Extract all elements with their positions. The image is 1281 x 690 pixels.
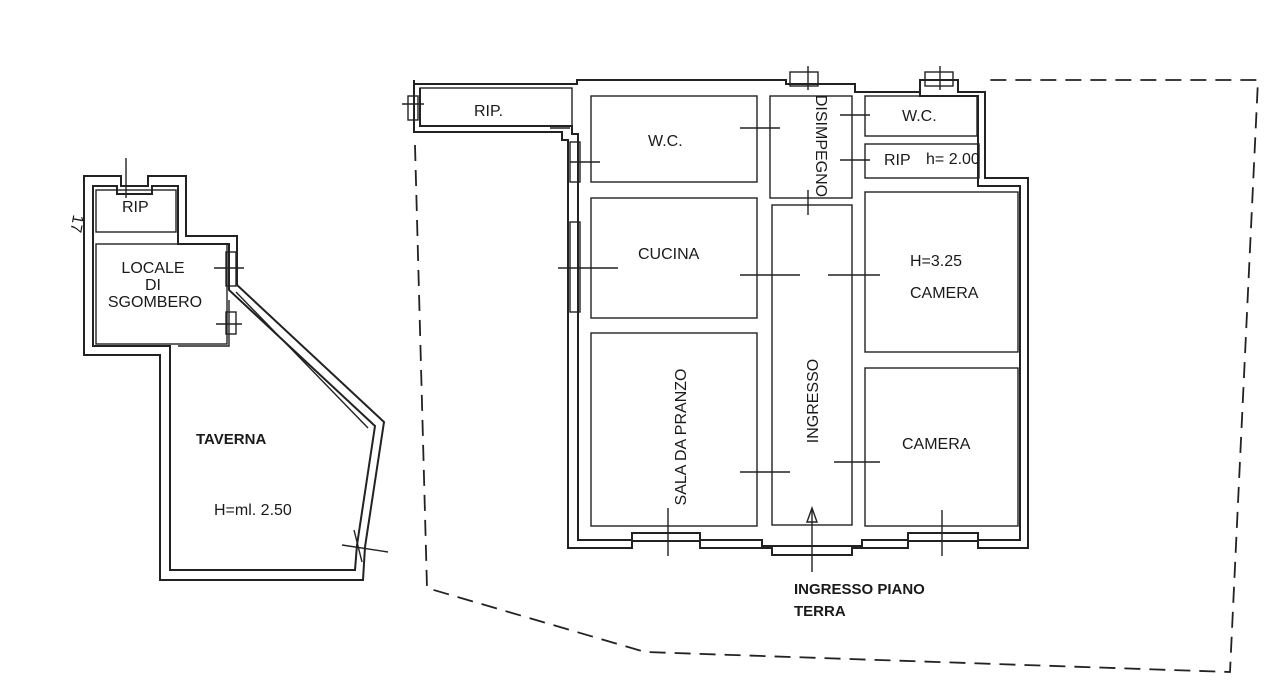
main-building: [402, 66, 1029, 572]
margin-mark: 17: [66, 213, 86, 234]
label-rip-right: RIP: [884, 152, 911, 169]
label-rip-right-height: h= 2.00: [926, 151, 980, 168]
label-wc-left: W.C.: [648, 133, 683, 150]
label-taverna: TAVERNA: [196, 431, 266, 448]
label-disimpegno: DISIMPEGNO: [812, 95, 829, 197]
label-rip-top: RIP.: [474, 103, 503, 120]
label-ingresso-piano: INGRESSO PIANO: [794, 581, 925, 598]
label-sala-da-pranzo: SALA DA PRANZO: [673, 369, 690, 506]
label-di: DI: [145, 277, 161, 294]
label-taverna-height: H=ml. 2.50: [214, 502, 292, 519]
property-boundary: [414, 79, 1259, 673]
label-wc-right: W.C.: [902, 108, 937, 125]
label-sgombero: SGOMBERO: [108, 294, 202, 311]
label-locale: LOCALE: [121, 260, 184, 277]
label-cucina: CUCINA: [638, 246, 700, 263]
taverna-building: [83, 158, 389, 581]
label-camera-bottom: CAMERA: [902, 436, 971, 453]
label-rip-taverna: RIP: [122, 199, 149, 216]
label-camera-top: CAMERA: [910, 285, 979, 302]
label-ingresso: INGRESSO: [805, 359, 822, 443]
label-camera-top-height: H=3.25: [910, 253, 962, 270]
label-terra: TERRA: [794, 603, 846, 620]
